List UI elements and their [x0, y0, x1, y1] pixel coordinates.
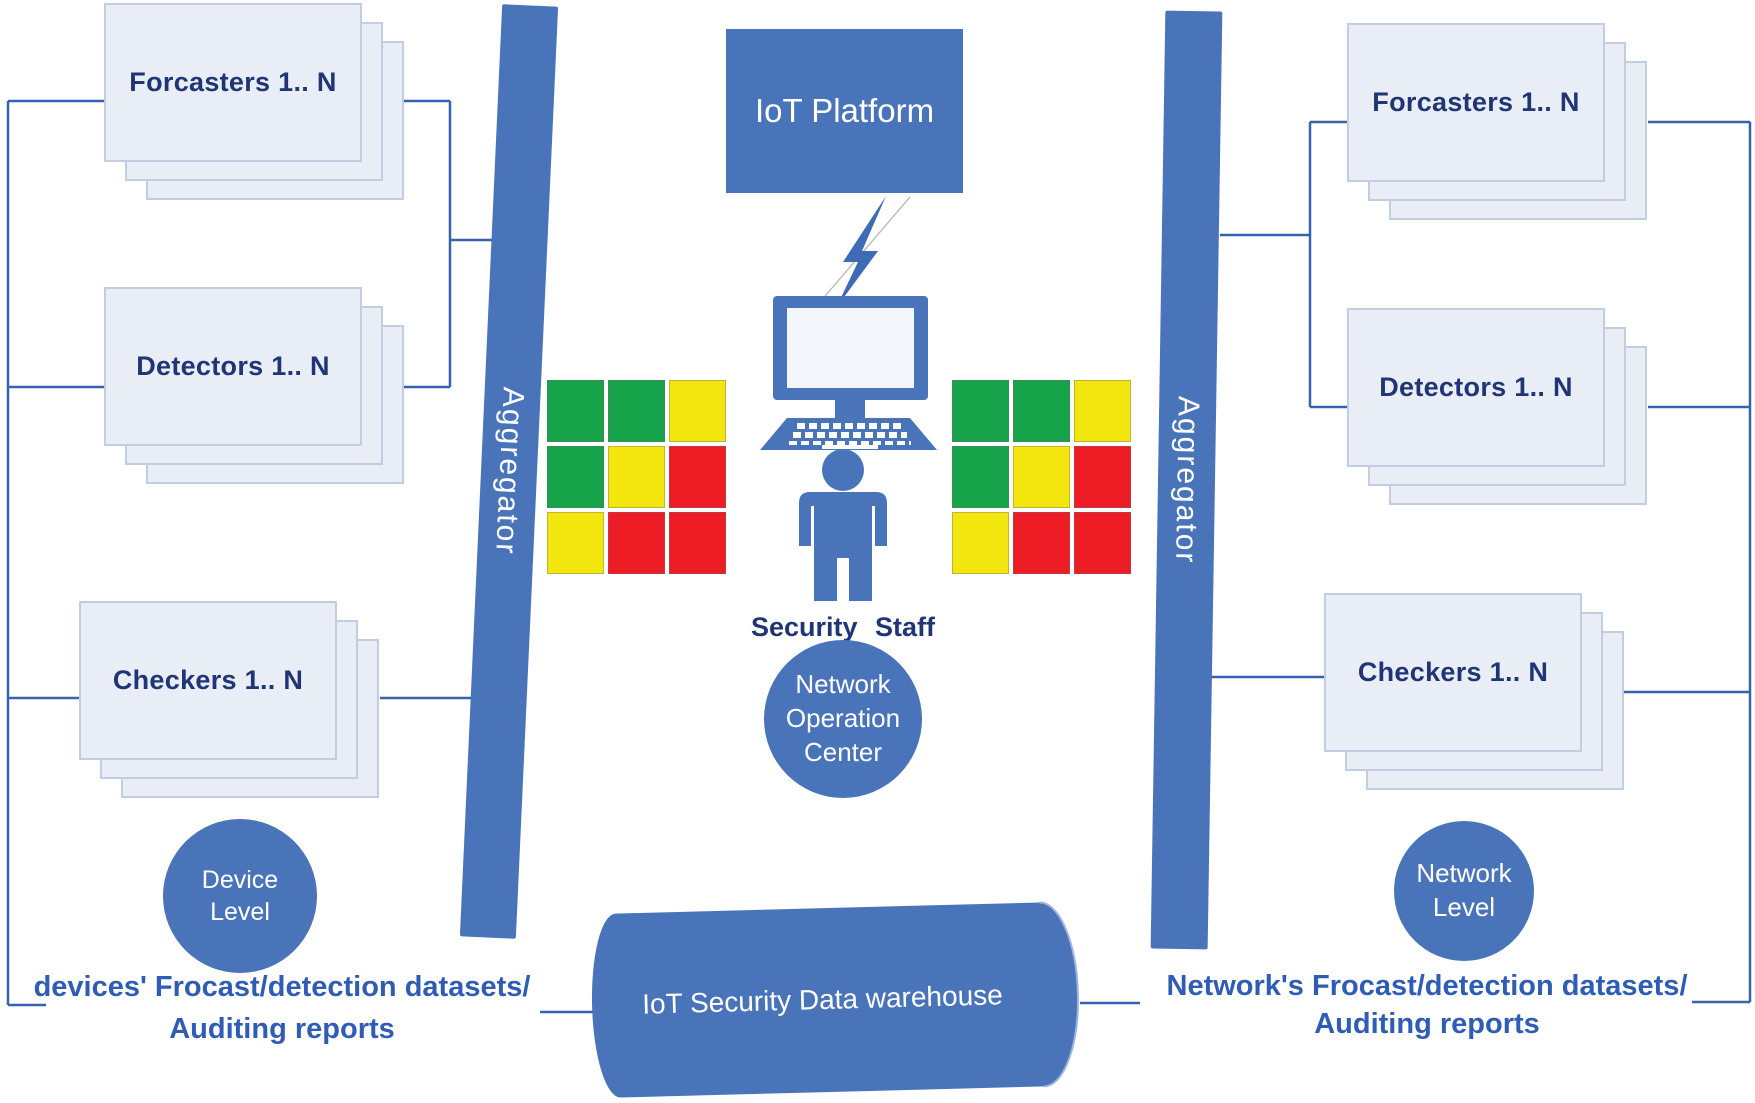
iot-platform-label: IoT Platform: [754, 92, 935, 129]
left-checkers-label: Checkers 1.. N: [112, 665, 304, 695]
right-risk-matrix: [952, 380, 1131, 574]
noc-line2: Operation: [785, 703, 901, 734]
monitor-icon: [773, 296, 928, 419]
risk-cell-yellow: [1074, 380, 1131, 442]
left-caption-line2: Auditing reports: [169, 1013, 395, 1045]
right-aggregator-label: Aggregator: [1169, 395, 1205, 565]
risk-cell-yellow: [669, 380, 726, 442]
right-checkers-box: Checkers 1.. N: [1324, 593, 1582, 752]
left-detectors-box: Detectors 1.. N: [104, 287, 362, 446]
risk-cell-red: [1013, 512, 1070, 574]
network-level-line2: Level: [1432, 892, 1496, 922]
risk-cell-red: [608, 512, 665, 574]
left-checkers-box: Checkers 1.. N: [79, 601, 337, 760]
risk-cell-green: [547, 380, 604, 442]
risk-cell-red: [669, 446, 726, 508]
left-detectors-label: Detectors 1.. N: [136, 351, 330, 381]
network-level-line1: Network: [1416, 858, 1512, 889]
right-forcasters-box: Forcasters 1.. N: [1347, 23, 1605, 182]
right-detectors-label: Detectors 1.. N: [1379, 372, 1573, 402]
noc-line1: Network: [795, 669, 891, 700]
risk-cell-green: [952, 380, 1009, 442]
device-level-circle: Device Level: [163, 819, 317, 973]
right-forcasters-label: Forcasters 1.. N: [1372, 87, 1580, 117]
risk-cell-green: [952, 446, 1009, 508]
iot-platform-box: IoT Platform: [726, 29, 963, 193]
right-checkers-label: Checkers 1.. N: [1357, 657, 1549, 687]
left-risk-matrix: [547, 380, 726, 574]
person-icon: [799, 449, 887, 601]
device-level-line1: Device: [201, 865, 279, 894]
risk-cell-red: [669, 512, 726, 574]
device-level-line2: Level: [210, 898, 270, 926]
risk-cell-yellow: [608, 446, 665, 508]
risk-cell-green: [547, 446, 604, 508]
left-aggregator-label: Aggregator: [489, 386, 530, 557]
network-level-circle: Network Level: [1394, 821, 1534, 961]
keyboard-icon: [760, 418, 937, 450]
risk-cell-yellow: [1013, 446, 1070, 508]
connector-lines: [6, 99, 1752, 1014]
network-operation-center-circle: Network Operation Center: [764, 640, 922, 798]
security-staff-label: Security Staff: [750, 612, 936, 642]
risk-cell-yellow: [547, 512, 604, 574]
database-cylinder-icon: [591, 901, 1079, 1098]
left-caption-line1: devices' Frocast/detection datasets/: [33, 971, 531, 1003]
lightning-bolt-icon: [836, 196, 886, 308]
risk-cell-green: [608, 380, 665, 442]
noc-line3: Center: [803, 736, 883, 767]
risk-cell-red: [1074, 512, 1131, 574]
right-caption-line2: Auditing reports: [1314, 1008, 1540, 1040]
left-forcasters-label: Forcasters 1.. N: [129, 67, 337, 97]
platform-monitor-link-line: [819, 196, 911, 303]
risk-cell-green: [1013, 380, 1070, 442]
risk-cell-yellow: [952, 512, 1009, 574]
right-detectors-box: Detectors 1.. N: [1347, 308, 1605, 467]
left-forcasters-box: Forcasters 1.. N: [104, 3, 362, 162]
right-caption-line1: Network's Frocast/detection datasets/: [1166, 970, 1688, 1002]
risk-cell-red: [1074, 446, 1131, 508]
